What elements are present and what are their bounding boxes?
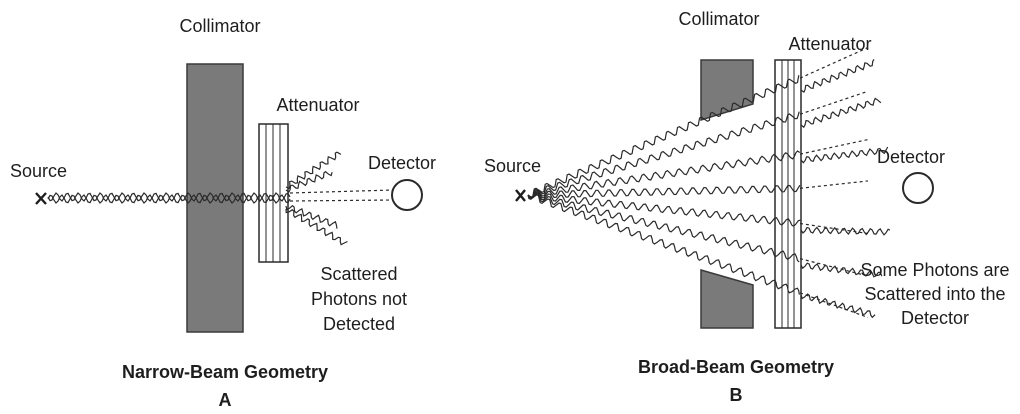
panel-a-note-line: Photons not — [311, 289, 407, 309]
panel-a-attenuator-label: Attenuator — [276, 95, 359, 115]
panel-b-fan-dashed — [799, 90, 869, 115]
panel-b-photon-fan — [527, 47, 869, 319]
panel-b-fan-wave — [527, 75, 800, 198]
panel-b-detector — [902, 172, 934, 204]
panel-a-note-line: Detected — [323, 314, 395, 334]
panel-b-scatter-wave — [800, 58, 875, 94]
panel-b-fan-wave — [527, 192, 801, 227]
panel-a-title: Narrow-Beam Geometry — [122, 362, 328, 382]
panel-b-fan-dashed — [799, 292, 869, 319]
panel-a-beam — [47, 189, 394, 204]
panel-b-scatter-wave — [800, 146, 889, 164]
panel-a-scatter-wave — [285, 151, 342, 190]
panel-a-source-label: Source — [10, 161, 67, 181]
panel-b-source-label: Source — [484, 156, 541, 176]
panel-b-source-marker — [515, 189, 526, 202]
panel-a-scatter-wave — [285, 208, 348, 246]
panel-b-scatter-wave — [800, 226, 891, 236]
panel-b-fan-wave — [527, 111, 800, 198]
panel-b-title: Broad-Beam Geometry — [638, 357, 834, 377]
panel-a-beam-dashed — [289, 199, 394, 202]
panel-b-letter: B — [730, 385, 743, 405]
panel-b-collimator-upper — [700, 59, 754, 122]
panel-b-scatter-wave — [800, 293, 876, 319]
panel-b-scattered-photons — [800, 58, 891, 319]
panel-a-beam-dashed — [289, 189, 394, 194]
panel-b-scatter-wave — [800, 262, 883, 278]
panel-b-detector-label: Detector — [877, 147, 945, 167]
panel-a-attenuator — [258, 123, 289, 263]
panel-b-fan-wave — [527, 150, 801, 199]
panel-a-scattered-note: Scattered Photons not Detected — [311, 264, 407, 334]
panel-a-scatter-wave — [285, 204, 338, 229]
panel-b-attenuator — [774, 59, 802, 329]
panel-b-scattered-note: Some Photons are Scattered into the Dete… — [860, 260, 1009, 328]
panel-b-collimator-label: Collimator — [678, 9, 759, 29]
panel-a-scattered-photons — [285, 151, 348, 246]
panel-b-fan-dashed — [799, 47, 869, 79]
panel-b-note-line: Detector — [901, 308, 969, 328]
panel-b-fan-wave — [527, 193, 800, 263]
panel-a-letter: A — [219, 390, 232, 410]
panel-b-fan-dashed — [799, 180, 869, 189]
panel-a-note-line: Scattered — [320, 264, 397, 284]
panel-b-fan-wave — [527, 184, 801, 199]
panel-a-source-marker — [35, 192, 47, 205]
panel-a-collimator-label: Collimator — [179, 16, 260, 36]
panel-b-fan-wave — [527, 194, 800, 295]
panel-b-attenuator-label: Attenuator — [788, 34, 871, 54]
panel-b-note-line: Scattered into the — [864, 284, 1005, 304]
panel-b-collimator-lower — [700, 269, 754, 329]
panel-b-broad-beam: Collimator Attenuator Source Detector So… — [484, 9, 1010, 405]
panel-b-note-line: Some Photons are — [860, 260, 1009, 280]
panel-b-fan-dashed — [799, 138, 869, 155]
panel-a-beam-wave — [47, 194, 291, 204]
panel-a-beam-wave — [47, 192, 291, 202]
panel-a-scatter-wave — [285, 170, 333, 193]
panel-a-detector — [391, 179, 423, 211]
panel-a-narrow-beam: Collimator Attenuator Source Detector Sc… — [10, 16, 436, 410]
panel-a-detector-label: Detector — [368, 153, 436, 173]
panel-b-scatter-wave — [800, 97, 882, 129]
